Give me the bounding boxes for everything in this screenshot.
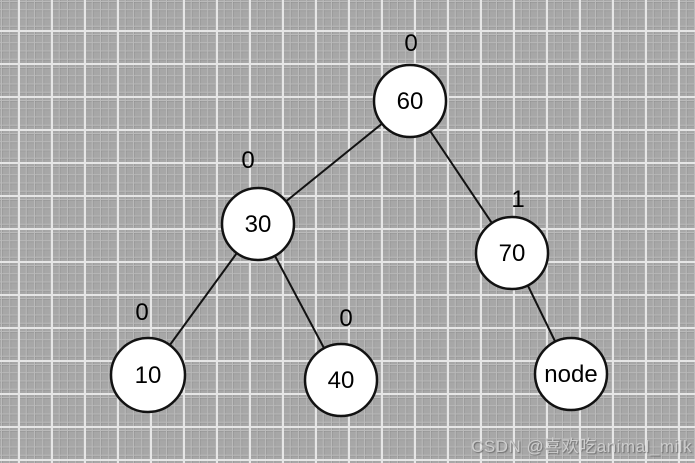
tree-node-label-60: 60	[397, 88, 424, 115]
edge-label-70: 1	[511, 186, 524, 213]
edge-label-60: 0	[404, 30, 417, 57]
tree-node-60	[372, 63, 448, 139]
tree-node-label-70: 70	[499, 240, 526, 267]
tree-node-label-node: node	[544, 361, 597, 388]
tree-node-node	[533, 336, 609, 412]
edge-label-30: 0	[241, 147, 254, 174]
tree-node-10	[109, 336, 187, 414]
edge-label-10: 0	[135, 299, 148, 326]
tree-node-70	[474, 215, 550, 291]
tree-node-label-10: 10	[135, 362, 162, 389]
tree-node-30	[220, 186, 296, 262]
tree-node-label-40: 40	[328, 367, 355, 394]
tree-node-40	[303, 342, 379, 418]
tree-node-label-30: 30	[245, 211, 272, 238]
edge-label-40: 0	[339, 305, 352, 332]
csdn-watermark: CSDN @喜欢吃animal_milk	[471, 437, 692, 456]
